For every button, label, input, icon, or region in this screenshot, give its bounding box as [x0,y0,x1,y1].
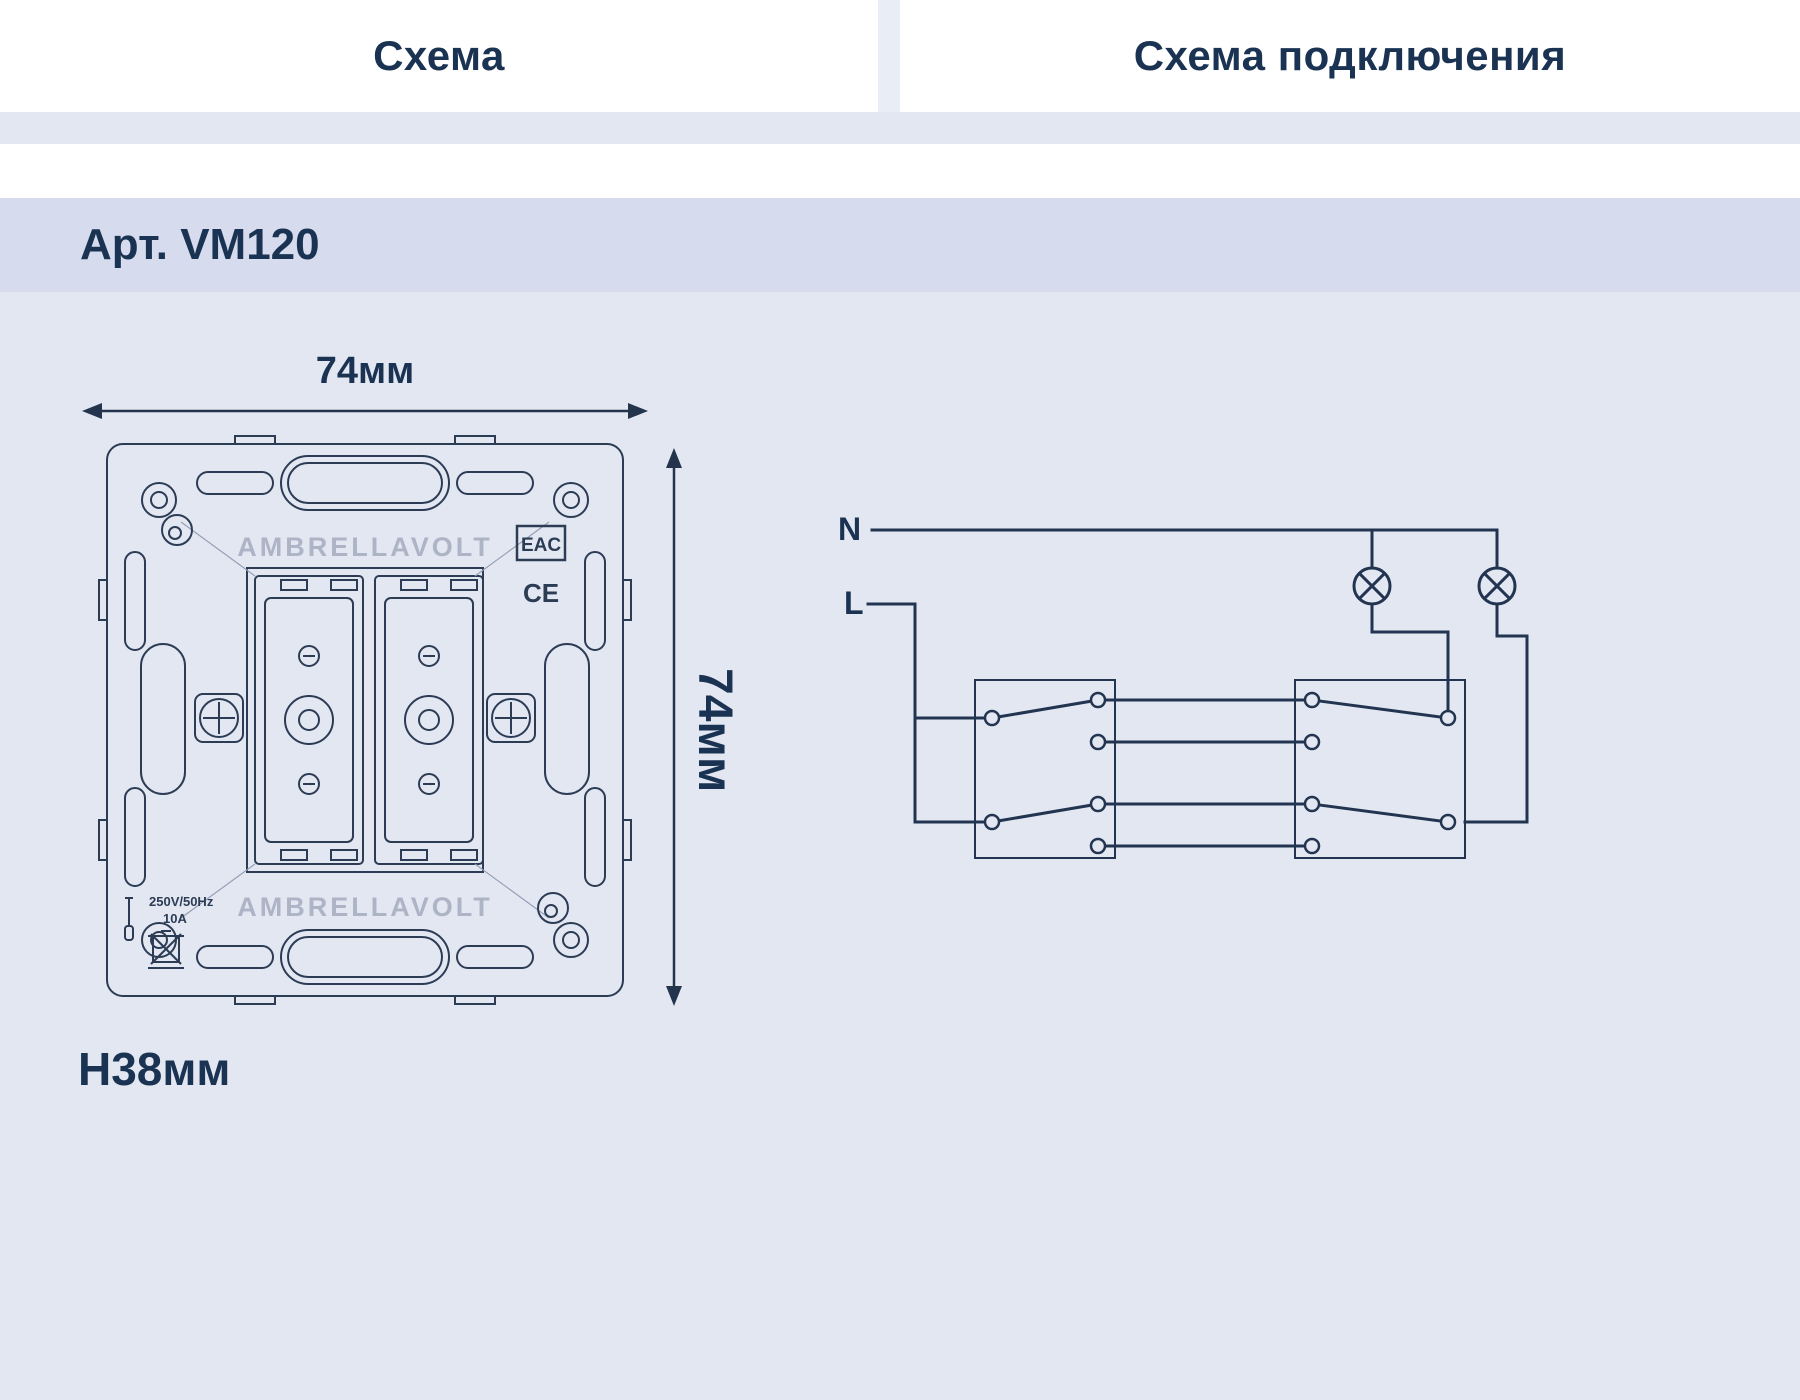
live-label: L [844,585,864,621]
wires [866,528,1529,848]
wiring-diagram: N L [838,511,1529,859]
dimension-width-label: 74мм [315,350,415,392]
screwdriver-icon [124,897,134,941]
eac-mark: EAC [515,524,567,562]
depth-label: H38мм [78,1043,231,1095]
left-column-title: Схема [373,32,505,79]
brand-logo-icon [161,514,569,924]
switch-box-left [974,679,1116,859]
spacer-strip [0,112,1800,144]
contact-terminals [983,691,1457,855]
article-band: Арт. VM120 [0,198,1800,292]
mechanism-drawing: AMBRELLAVOLT AMBRELLAVOLT EAC CE 250V/50… [98,435,632,1005]
switch-box-right [1294,679,1466,859]
article-number: Арт. VM120 [80,220,320,269]
lamp-icon-right [1477,566,1517,606]
dimension-height-arrow [652,446,696,1013]
header-cell-right: Схема подключения [900,0,1800,112]
construction-lines [180,521,550,919]
brand-text-bottom: AMBRELLAVOLT [237,892,492,922]
right-column-title: Схема подключения [1133,32,1567,79]
header: Схема Схема подключения [0,0,1800,112]
dimension-height-label: 74мм [688,668,741,793]
ce-mark: CE [523,578,559,608]
weee-bin-icon [148,930,184,969]
mounting-plate [98,435,632,1005]
spacer-strip-white [0,144,1800,198]
rating-text: 250V/50Hz [149,894,214,909]
header-cell-left: Схема [0,0,878,112]
brand-text-top: AMBRELLAVOLT [237,532,492,562]
lamp-icon-left [1352,566,1392,606]
header-divider [878,0,900,112]
current-text: 10A [163,911,187,926]
neutral-label: N [838,511,861,547]
dimension-width-arrow [80,398,650,429]
svg-text:EAC: EAC [521,535,561,556]
